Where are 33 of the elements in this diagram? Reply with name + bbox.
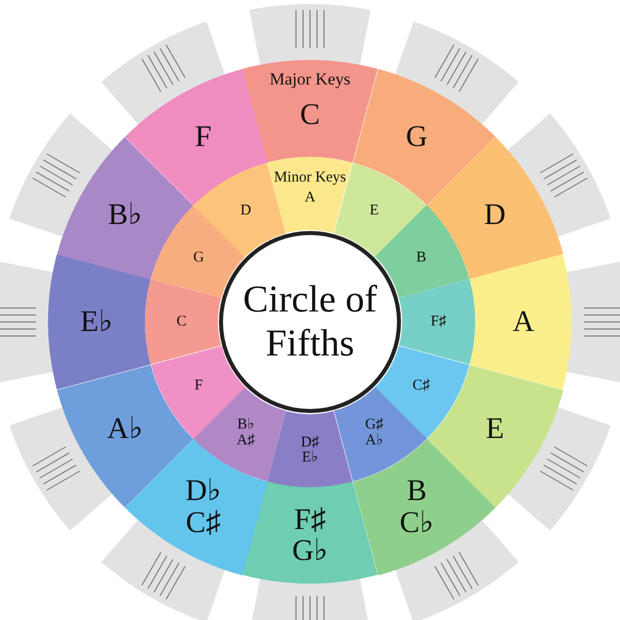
key-name: D xyxy=(484,200,506,230)
key-name: E xyxy=(370,203,379,218)
key-name: C♯ xyxy=(186,508,221,538)
key-name: D♭ xyxy=(185,476,222,506)
key-name: B♭ xyxy=(237,418,254,433)
key-name: A xyxy=(304,190,316,205)
key-name: E xyxy=(486,414,504,444)
center-title: Circle of Fifths xyxy=(242,278,378,366)
key-name: A♯ xyxy=(236,434,255,449)
key-name: G xyxy=(193,250,204,266)
key-name: C♭ xyxy=(400,508,434,538)
key-name: F♯ xyxy=(430,314,446,330)
key-name: E♭ xyxy=(80,306,113,337)
key-name: F xyxy=(194,122,212,152)
key-name: A♭ xyxy=(365,434,384,449)
key-name: C♯ xyxy=(412,378,430,394)
key-name: A♭ xyxy=(107,414,143,444)
key-name: B♭ xyxy=(108,200,142,230)
key-name: B xyxy=(416,250,426,266)
key-name: F♯ xyxy=(294,504,326,535)
ring-heading: Major Keys xyxy=(270,70,350,87)
ring-heading: Minor Keys xyxy=(274,170,346,185)
key-name: G xyxy=(406,122,428,152)
key-name: C xyxy=(300,100,320,130)
key-name: C xyxy=(176,314,186,330)
key-name: F xyxy=(194,378,203,394)
key-name: E♭ xyxy=(302,450,318,466)
key-name: B xyxy=(406,476,427,506)
key-name: D xyxy=(240,203,252,218)
key-name: D♯ xyxy=(300,435,320,450)
key-name: A xyxy=(512,306,534,337)
key-name: G♭ xyxy=(292,536,328,566)
key-name: G♯ xyxy=(365,418,384,433)
